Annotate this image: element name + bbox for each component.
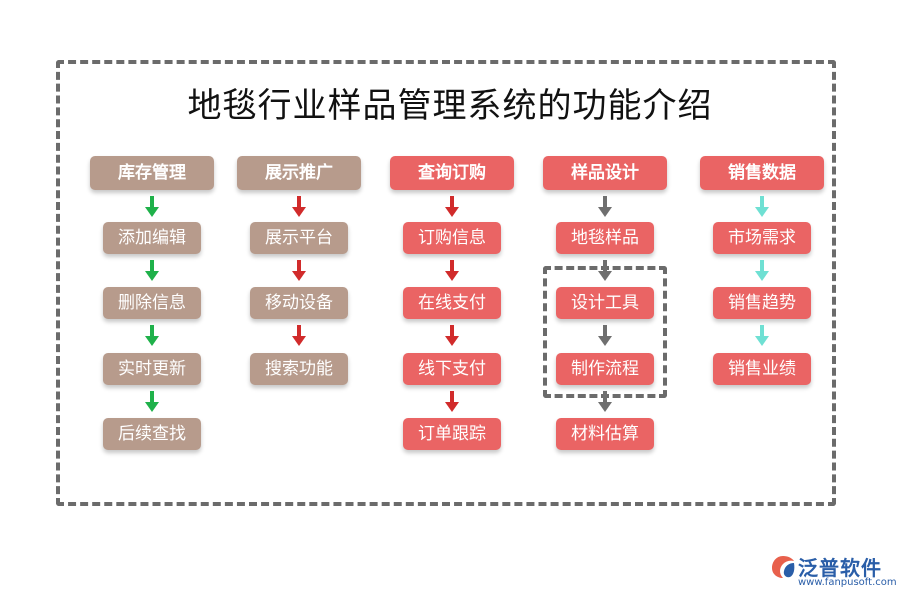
function-item: 订购信息 bbox=[403, 222, 501, 254]
down-arrow-icon bbox=[755, 325, 769, 347]
function-item: 展示平台 bbox=[250, 222, 348, 254]
function-item: 市场需求 bbox=[713, 222, 811, 254]
column-header: 查询订购 bbox=[390, 156, 514, 190]
down-arrow-icon bbox=[292, 325, 306, 347]
column-header: 样品设计 bbox=[543, 156, 667, 190]
fanpu-logo-icon bbox=[772, 556, 795, 578]
function-item: 订单跟踪 bbox=[403, 418, 501, 450]
down-arrow-icon bbox=[755, 196, 769, 218]
down-arrow-icon bbox=[145, 196, 159, 218]
column-header: 库存管理 bbox=[90, 156, 214, 190]
down-arrow-icon bbox=[145, 391, 159, 413]
page-title: 地毯行业样品管理系统的功能介绍 bbox=[187, 86, 713, 126]
function-item: 销售业绩 bbox=[713, 353, 811, 385]
down-arrow-icon bbox=[445, 325, 459, 347]
column-header: 销售数据 bbox=[700, 156, 824, 190]
down-arrow-icon bbox=[145, 325, 159, 347]
outer-dashed-frame bbox=[56, 60, 836, 506]
function-item: 移动设备 bbox=[250, 287, 348, 319]
down-arrow-icon bbox=[598, 260, 612, 282]
down-arrow-icon bbox=[598, 196, 612, 218]
function-item: 后续查找 bbox=[103, 418, 201, 450]
function-item: 删除信息 bbox=[103, 287, 201, 319]
column-header: 展示推广 bbox=[237, 156, 361, 190]
function-item: 搜索功能 bbox=[250, 353, 348, 385]
function-item: 设计工具 bbox=[556, 287, 654, 319]
down-arrow-icon bbox=[292, 196, 306, 218]
down-arrow-icon bbox=[445, 196, 459, 218]
function-item: 材料估算 bbox=[556, 418, 654, 450]
down-arrow-icon bbox=[598, 325, 612, 347]
down-arrow-icon bbox=[755, 260, 769, 282]
function-item: 地毯样品 bbox=[556, 222, 654, 254]
function-item: 销售趋势 bbox=[713, 287, 811, 319]
down-arrow-icon bbox=[292, 260, 306, 282]
function-item: 在线支付 bbox=[403, 287, 501, 319]
down-arrow-icon bbox=[598, 391, 612, 413]
brand-logo: 泛普软件 www.fanpusoft.com bbox=[770, 552, 897, 592]
function-item: 线下支付 bbox=[403, 353, 501, 385]
brand-name: 泛普软件 bbox=[798, 556, 882, 580]
down-arrow-icon bbox=[445, 391, 459, 413]
brand-url: www.fanpusoft.com bbox=[798, 577, 897, 588]
function-item: 制作流程 bbox=[556, 353, 654, 385]
function-item: 添加编辑 bbox=[103, 222, 201, 254]
down-arrow-icon bbox=[145, 260, 159, 282]
down-arrow-icon bbox=[445, 260, 459, 282]
function-item: 实时更新 bbox=[103, 353, 201, 385]
